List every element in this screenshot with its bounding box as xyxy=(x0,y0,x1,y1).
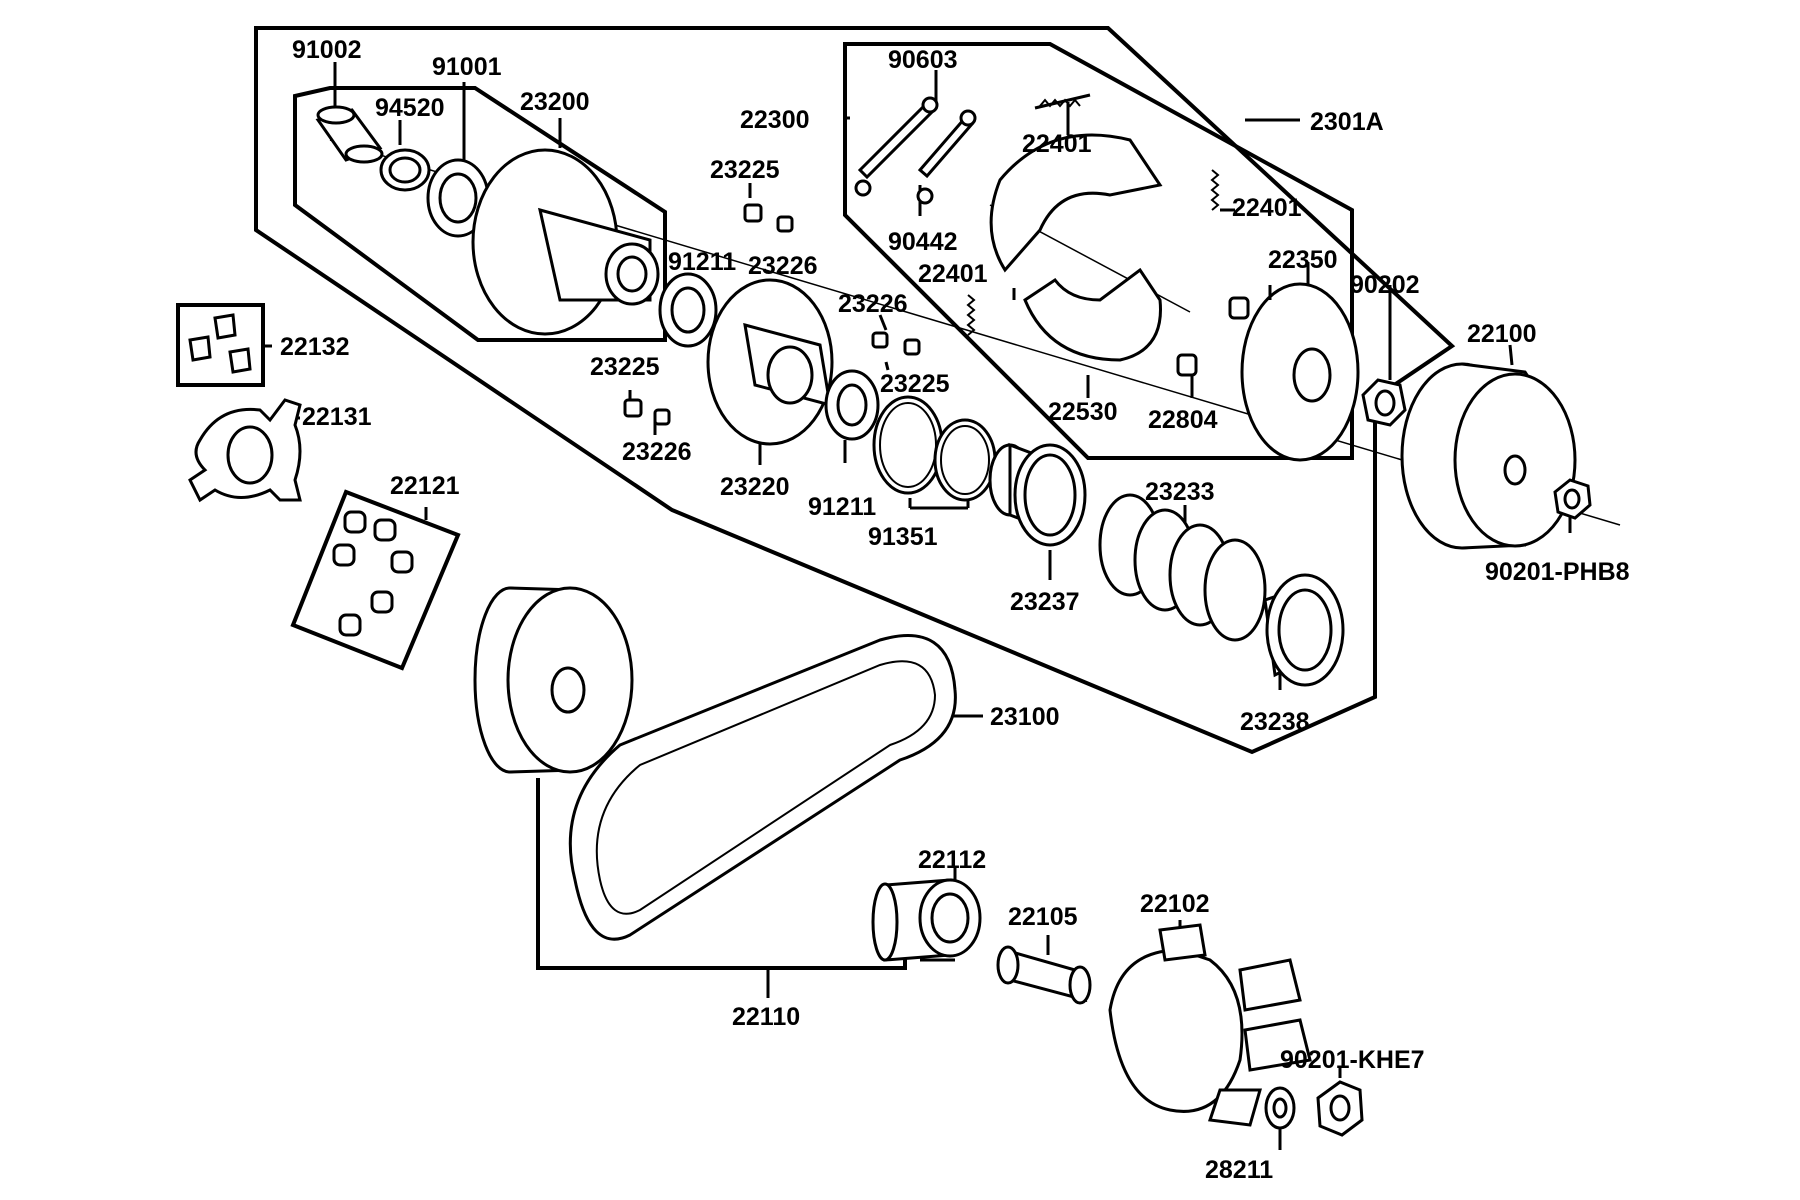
label-22401-right: 22401 xyxy=(1232,194,1302,222)
frame-driven-pulley xyxy=(293,86,667,342)
label-22105: 22105 xyxy=(1008,903,1078,931)
collar-23237 xyxy=(988,442,1087,547)
label-23226-mid: 23226 xyxy=(838,290,908,318)
label-23220: 23220 xyxy=(720,473,790,501)
fan-22102 xyxy=(1108,923,1312,1127)
label-91001: 91001 xyxy=(432,53,502,81)
label-22110: 22110 xyxy=(732,1003,800,1031)
belt-23100 xyxy=(568,634,957,941)
label-91002: 91002 xyxy=(292,36,362,64)
drive-pulley-22110 xyxy=(473,586,634,774)
nut-90201-PHB8 xyxy=(1553,478,1592,520)
label-90201-PHB8: 90201-PHB8 xyxy=(1485,558,1630,586)
frame-roller-set xyxy=(290,489,461,671)
shoe-plate-22350 xyxy=(1176,282,1360,462)
label-23226-left: 23226 xyxy=(622,438,692,466)
label-22132: 22132 xyxy=(280,333,350,361)
bush-91002 xyxy=(315,105,384,164)
label-22121: 22121 xyxy=(390,472,460,500)
label-22530: 22530 xyxy=(1048,398,1118,426)
sliders-22132 xyxy=(188,313,252,374)
label-28211: 28211 xyxy=(1205,1156,1273,1184)
label-91211-bottom: 91211 xyxy=(808,493,876,521)
label-23238: 23238 xyxy=(1240,708,1310,736)
label-90603: 90603 xyxy=(888,46,958,74)
label-22401-left: 22401 xyxy=(918,260,988,288)
spring-23233 xyxy=(1098,493,1267,642)
bush-22112 xyxy=(871,878,982,962)
springs-22401 xyxy=(966,93,1220,336)
pins-23225 xyxy=(623,203,921,426)
nut-90201-KHE7 xyxy=(1316,1080,1364,1137)
frame-clutch-assembly xyxy=(254,26,1456,755)
clutch-shoes-22530 xyxy=(989,133,1163,362)
rollers-22121 xyxy=(332,510,414,637)
label-23233: 23233 xyxy=(1145,478,1215,506)
clutch-housing-22100 xyxy=(1400,362,1577,550)
bearing-91001 xyxy=(426,158,490,238)
label-90202: 90202 xyxy=(1350,271,1420,299)
label-22401-top: 22401 xyxy=(1022,130,1092,158)
frame-clutch-shoe-assembly xyxy=(843,42,1354,460)
label-91211-top: 91211 xyxy=(668,248,736,276)
seal-91211-upper xyxy=(658,272,718,348)
label-22350: 22350 xyxy=(1268,246,1338,274)
label-23226-top: 23226 xyxy=(748,252,818,280)
label-91351: 91351 xyxy=(868,523,938,551)
label-23237: 23237 xyxy=(1010,588,1080,616)
circlip-94520 xyxy=(379,148,431,192)
label-23100: 23100 xyxy=(990,703,1060,731)
label-22112: 22112 xyxy=(918,846,986,874)
washer-28211 xyxy=(1264,1086,1296,1130)
label-90201-KHE7: 90201-KHE7 xyxy=(1280,1046,1425,1074)
label-22300: 22300 xyxy=(740,106,810,134)
label-23225-left: 23225 xyxy=(590,353,660,381)
label-23200: 23200 xyxy=(520,88,590,116)
label-22102: 22102 xyxy=(1140,890,1210,918)
sheave-23220 xyxy=(706,278,834,446)
label-22804: 22804 xyxy=(1148,406,1218,434)
links-90603 xyxy=(854,96,977,205)
bush-22105 xyxy=(996,945,1092,1005)
o-rings-91351 xyxy=(872,395,997,502)
sheave-23200 xyxy=(471,148,660,336)
label-22131: 22131 xyxy=(302,403,372,431)
label-23225-mid: 23225 xyxy=(880,370,950,398)
label-23225-top: 23225 xyxy=(710,156,780,184)
seal-91211-lower xyxy=(824,369,880,441)
label-90442: 90442 xyxy=(888,228,958,256)
label-2301A: 2301A xyxy=(1310,108,1384,136)
label-94520: 94520 xyxy=(375,94,445,122)
collar-23238 xyxy=(1263,573,1345,687)
label-22100: 22100 xyxy=(1467,320,1537,348)
ramp-plate-22131 xyxy=(188,398,302,503)
nut-90202 xyxy=(1361,378,1407,427)
part-labels: 91002 91001 94520 23200 90603 22300 2301… xyxy=(280,36,1630,1184)
